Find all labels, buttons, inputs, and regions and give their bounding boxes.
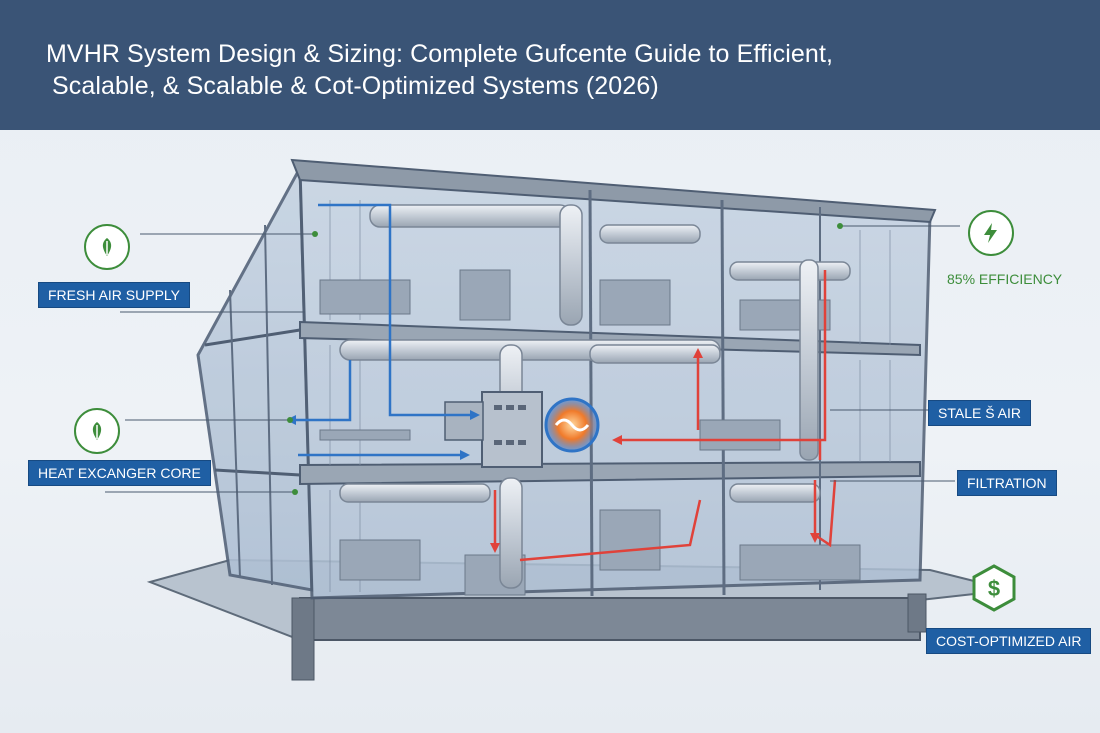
gable-floor-1 bbox=[214, 468, 301, 477]
foundation-post-left bbox=[291, 597, 315, 681]
leader-lines bbox=[105, 225, 960, 493]
svg-text:$: $ bbox=[988, 576, 1000, 601]
heat-exchanger-swirl bbox=[554, 418, 590, 432]
leaf-icon bbox=[102, 238, 112, 256]
mullion-2 bbox=[720, 199, 726, 596]
label-fresh-air-supply: FRESH AIR SUPPLY bbox=[38, 282, 191, 308]
label-efficiency: 85% EFFICIENCY bbox=[947, 271, 1063, 287]
title-line-2: Scalable, & Scalable & Cot-Optimized Sys… bbox=[52, 72, 659, 100]
label-filtration: FILTRATION bbox=[957, 470, 1057, 496]
leader-dots bbox=[287, 223, 843, 495]
exhaust-air-flow bbox=[493, 270, 837, 562]
gable-wall bbox=[196, 162, 314, 592]
title-line-1: MVHR System Design & Sizing: Complete Gu… bbox=[46, 40, 834, 68]
gable-floor-2 bbox=[204, 328, 301, 347]
building-illustration bbox=[105, 158, 1011, 681]
mvhr-side-unit bbox=[444, 401, 484, 441]
leaf-icon-top bbox=[84, 224, 130, 270]
mullion-1 bbox=[588, 189, 594, 597]
floor-slab-2 bbox=[299, 320, 921, 357]
mullion-gable-2 bbox=[264, 224, 273, 586]
lightning-bolt-icon bbox=[968, 210, 1014, 256]
foundation-post-right bbox=[907, 593, 927, 633]
mullion-gable-1 bbox=[229, 289, 241, 579]
floor-slab-1 bbox=[299, 460, 921, 486]
header-banner: MVHR System Design & Sizing: Complete Gu… bbox=[0, 0, 1100, 130]
exhaust-arrowheads bbox=[490, 348, 820, 553]
page-title: MVHR System Design & Sizing: Complete Gu… bbox=[46, 38, 1046, 102]
bolt-glyph bbox=[984, 223, 997, 243]
duct-network bbox=[339, 204, 851, 589]
foundation bbox=[299, 597, 921, 641]
building-scene: $ FRESH AIR SUPPLY HEAT EXCANGER CORE 85… bbox=[0, 130, 1100, 733]
label-heat-exchanger-core: HEAT EXCANGER CORE bbox=[28, 460, 211, 486]
mvhr-unit bbox=[481, 391, 543, 468]
dollar-hexagon-icon: $ bbox=[970, 564, 1018, 612]
mvhr-vents bbox=[494, 405, 526, 445]
roof bbox=[290, 158, 937, 224]
label-stale-air: STALE Š AIR bbox=[928, 400, 1031, 426]
leaf-icon bbox=[92, 422, 102, 440]
label-cost-optimized-air: COST-OPTIMIZED AIR bbox=[926, 628, 1092, 654]
furniture bbox=[319, 269, 861, 596]
leaf-icon-bottom bbox=[74, 408, 120, 454]
supply-air-flow bbox=[290, 203, 470, 457]
